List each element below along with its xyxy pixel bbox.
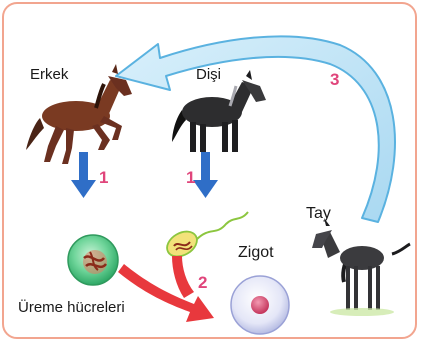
- male-label: Erkek: [30, 66, 68, 83]
- zygote-icon: [231, 276, 289, 334]
- step-number-growth: 3: [330, 70, 339, 90]
- step-number-female: 1: [186, 168, 195, 188]
- step-number-fertilization: 2: [198, 273, 207, 293]
- female-label: Dişi: [196, 66, 221, 83]
- step-number-male: 1: [99, 168, 108, 188]
- gametes-label: Üreme hücreleri: [18, 299, 125, 316]
- zygote-label: Zigot: [238, 244, 274, 262]
- egg-cell-icon: [68, 235, 118, 285]
- foal-label: Tay: [306, 205, 331, 223]
